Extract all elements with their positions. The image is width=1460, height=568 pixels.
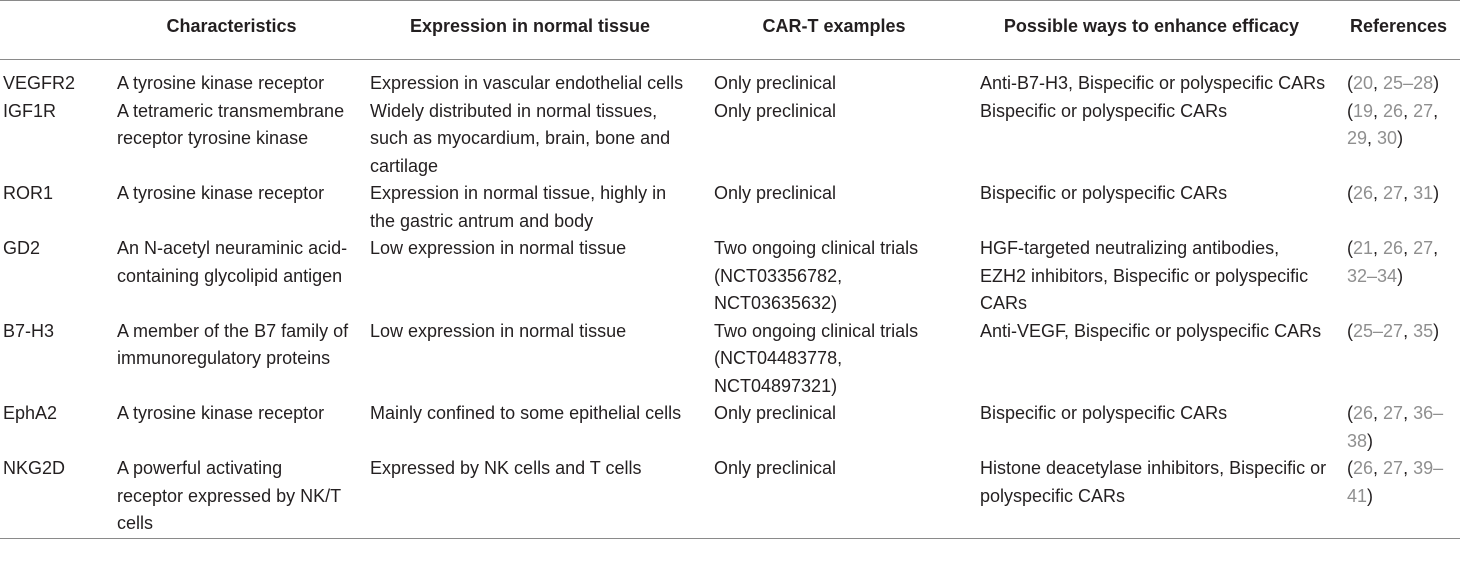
cell-enhance-efficacy: Anti-B7-H3, Bispecific or polyspecific C… bbox=[980, 73, 1326, 93]
table-row: NKG2D A powerful activating receptor expr… bbox=[0, 455, 1460, 538]
reference-link[interactable]: 25–28 bbox=[1383, 73, 1434, 93]
cell-cart-examples: Only preclinical bbox=[714, 183, 837, 203]
reference-link[interactable]: 30 bbox=[1377, 128, 1398, 148]
cell-cart-examples: Only preclinical bbox=[714, 73, 837, 93]
reference-link[interactable]: 31 bbox=[1413, 183, 1434, 203]
cell-target: EphA2 bbox=[3, 403, 58, 423]
header-target bbox=[0, 1, 105, 60]
cell-references: (26, 27, 36–38) bbox=[1347, 403, 1444, 451]
reference-link[interactable]: 27 bbox=[1383, 403, 1404, 423]
cell-target: ROR1 bbox=[3, 183, 54, 203]
cell-cart-examples: Only preclinical bbox=[714, 403, 837, 423]
cell-cart-examples: Only preclinical bbox=[714, 100, 837, 121]
cell-references: (26, 27, 39–41) bbox=[1347, 458, 1444, 506]
cell-enhance-efficacy: Bispecific or polyspecific CARs bbox=[980, 183, 1228, 203]
header-cart-examples: CAR-T examples bbox=[762, 16, 906, 37]
table-row: IGF1R A tetrameric transmembrane receptor… bbox=[0, 98, 1460, 181]
reference-link[interactable]: 25–27 bbox=[1353, 320, 1404, 341]
reference-link[interactable]: 27 bbox=[1413, 238, 1434, 258]
header-references: References bbox=[1349, 16, 1448, 37]
reference-link[interactable]: 26 bbox=[1353, 183, 1374, 203]
cell-target: VEGFR2 bbox=[3, 73, 76, 93]
header-enhance-efficacy: Possible ways to enhance efficacy bbox=[1003, 16, 1300, 37]
cell-enhance-efficacy: HGF-targeted neutralizing antibodies, EZ… bbox=[980, 238, 1309, 313]
reference-link[interactable]: 26 bbox=[1383, 100, 1404, 121]
reference-link[interactable]: 35 bbox=[1413, 320, 1434, 341]
header-characteristics: Characteristics bbox=[166, 16, 297, 37]
reference-link[interactable]: 27 bbox=[1413, 100, 1434, 121]
targets-table: Characteristics Expression in normal tis… bbox=[0, 0, 1460, 538]
cell-characteristics: A tyrosine kinase receptor bbox=[117, 403, 325, 423]
cell-cart-examples: Only preclinical bbox=[714, 458, 837, 478]
cell-references: (21, 26, 27, 32–34) bbox=[1347, 238, 1439, 286]
cell-enhance-efficacy: Bispecific or polyspecific CARs bbox=[980, 100, 1228, 121]
cell-expression: Widely distributed in normal tissues, su… bbox=[370, 100, 671, 176]
reference-link[interactable]: 36–38 bbox=[1347, 403, 1444, 451]
reference-link[interactable]: 19 bbox=[1353, 100, 1374, 121]
table-row: VEGFR2 A tyrosine kinase receptor Expressi… bbox=[0, 60, 1460, 98]
reference-link[interactable]: 26 bbox=[1353, 403, 1374, 423]
cell-expression: Low expression in normal tissue bbox=[370, 238, 627, 258]
table-row: GD2 An N-acetyl neuraminic acid-containin… bbox=[0, 235, 1460, 318]
table-row: B7-H3 A member of the B7 family of immuno… bbox=[0, 318, 1460, 401]
cell-target: IGF1R bbox=[3, 100, 57, 121]
cell-expression: Low expression in normal tissue bbox=[370, 320, 627, 341]
cell-references: (25–27, 35) bbox=[1347, 320, 1440, 341]
cell-enhance-efficacy: Anti-VEGF, Bispecific or polyspecific CA… bbox=[980, 320, 1322, 341]
reference-link[interactable]: 26 bbox=[1353, 458, 1374, 478]
cell-cart-examples: Two ongoing clinical trials (NCT03356782… bbox=[714, 238, 919, 313]
cell-expression: Mainly confined to some epithelial cells bbox=[370, 403, 682, 423]
cell-expression: Expressed by NK cells and T cells bbox=[370, 458, 642, 478]
cell-target: NKG2D bbox=[3, 458, 66, 478]
table-row: ROR1 A tyrosine kinase receptor Expression… bbox=[0, 180, 1460, 235]
cell-characteristics: A member of the B7 family of immunoregul… bbox=[117, 320, 349, 369]
reference-link[interactable]: 39–41 bbox=[1347, 458, 1444, 506]
cell-characteristics: A tetrameric transmembrane receptor tyro… bbox=[117, 100, 345, 149]
table-header-row: Characteristics Expression in normal tis… bbox=[0, 0, 1460, 60]
cell-cart-examples: Two ongoing clinical trials (NCT04483778… bbox=[714, 320, 919, 396]
cell-characteristics: An N-acetyl neuraminic acid-containing g… bbox=[117, 238, 348, 286]
cell-references: (26, 27, 31) bbox=[1347, 183, 1440, 203]
cell-expression: Expression in normal tissue, highly in t… bbox=[370, 183, 667, 231]
reference-link[interactable]: 27 bbox=[1383, 183, 1404, 203]
cell-expression: Expression in vascular endothelial cells bbox=[370, 73, 684, 93]
cell-target: GD2 bbox=[3, 238, 41, 258]
cell-target: B7-H3 bbox=[3, 320, 55, 341]
reference-link[interactable]: 29 bbox=[1347, 128, 1368, 148]
reference-link[interactable]: 20 bbox=[1353, 73, 1374, 93]
cell-characteristics: A powerful activating receptor expressed… bbox=[117, 458, 341, 533]
cell-references: (20, 25–28) bbox=[1347, 73, 1440, 93]
cell-characteristics: A tyrosine kinase receptor bbox=[117, 183, 325, 203]
table-row: EphA2 A tyrosine kinase receptor Mainly co… bbox=[0, 400, 1460, 455]
reference-link[interactable]: 27 bbox=[1383, 458, 1404, 478]
cell-characteristics: A tyrosine kinase receptor bbox=[117, 73, 325, 93]
reference-link[interactable]: 26 bbox=[1383, 238, 1404, 258]
reference-link[interactable]: 21 bbox=[1353, 238, 1374, 258]
cell-references: (19, 26, 27, 29, 30) bbox=[1347, 100, 1439, 149]
header-expression: Expression in normal tissue bbox=[409, 16, 651, 37]
cell-enhance-efficacy: Histone deacetylase inhibitors, Bispecif… bbox=[980, 458, 1327, 506]
cell-enhance-efficacy: Bispecific or polyspecific CARs bbox=[980, 403, 1228, 423]
reference-link[interactable]: 32–34 bbox=[1347, 265, 1398, 286]
